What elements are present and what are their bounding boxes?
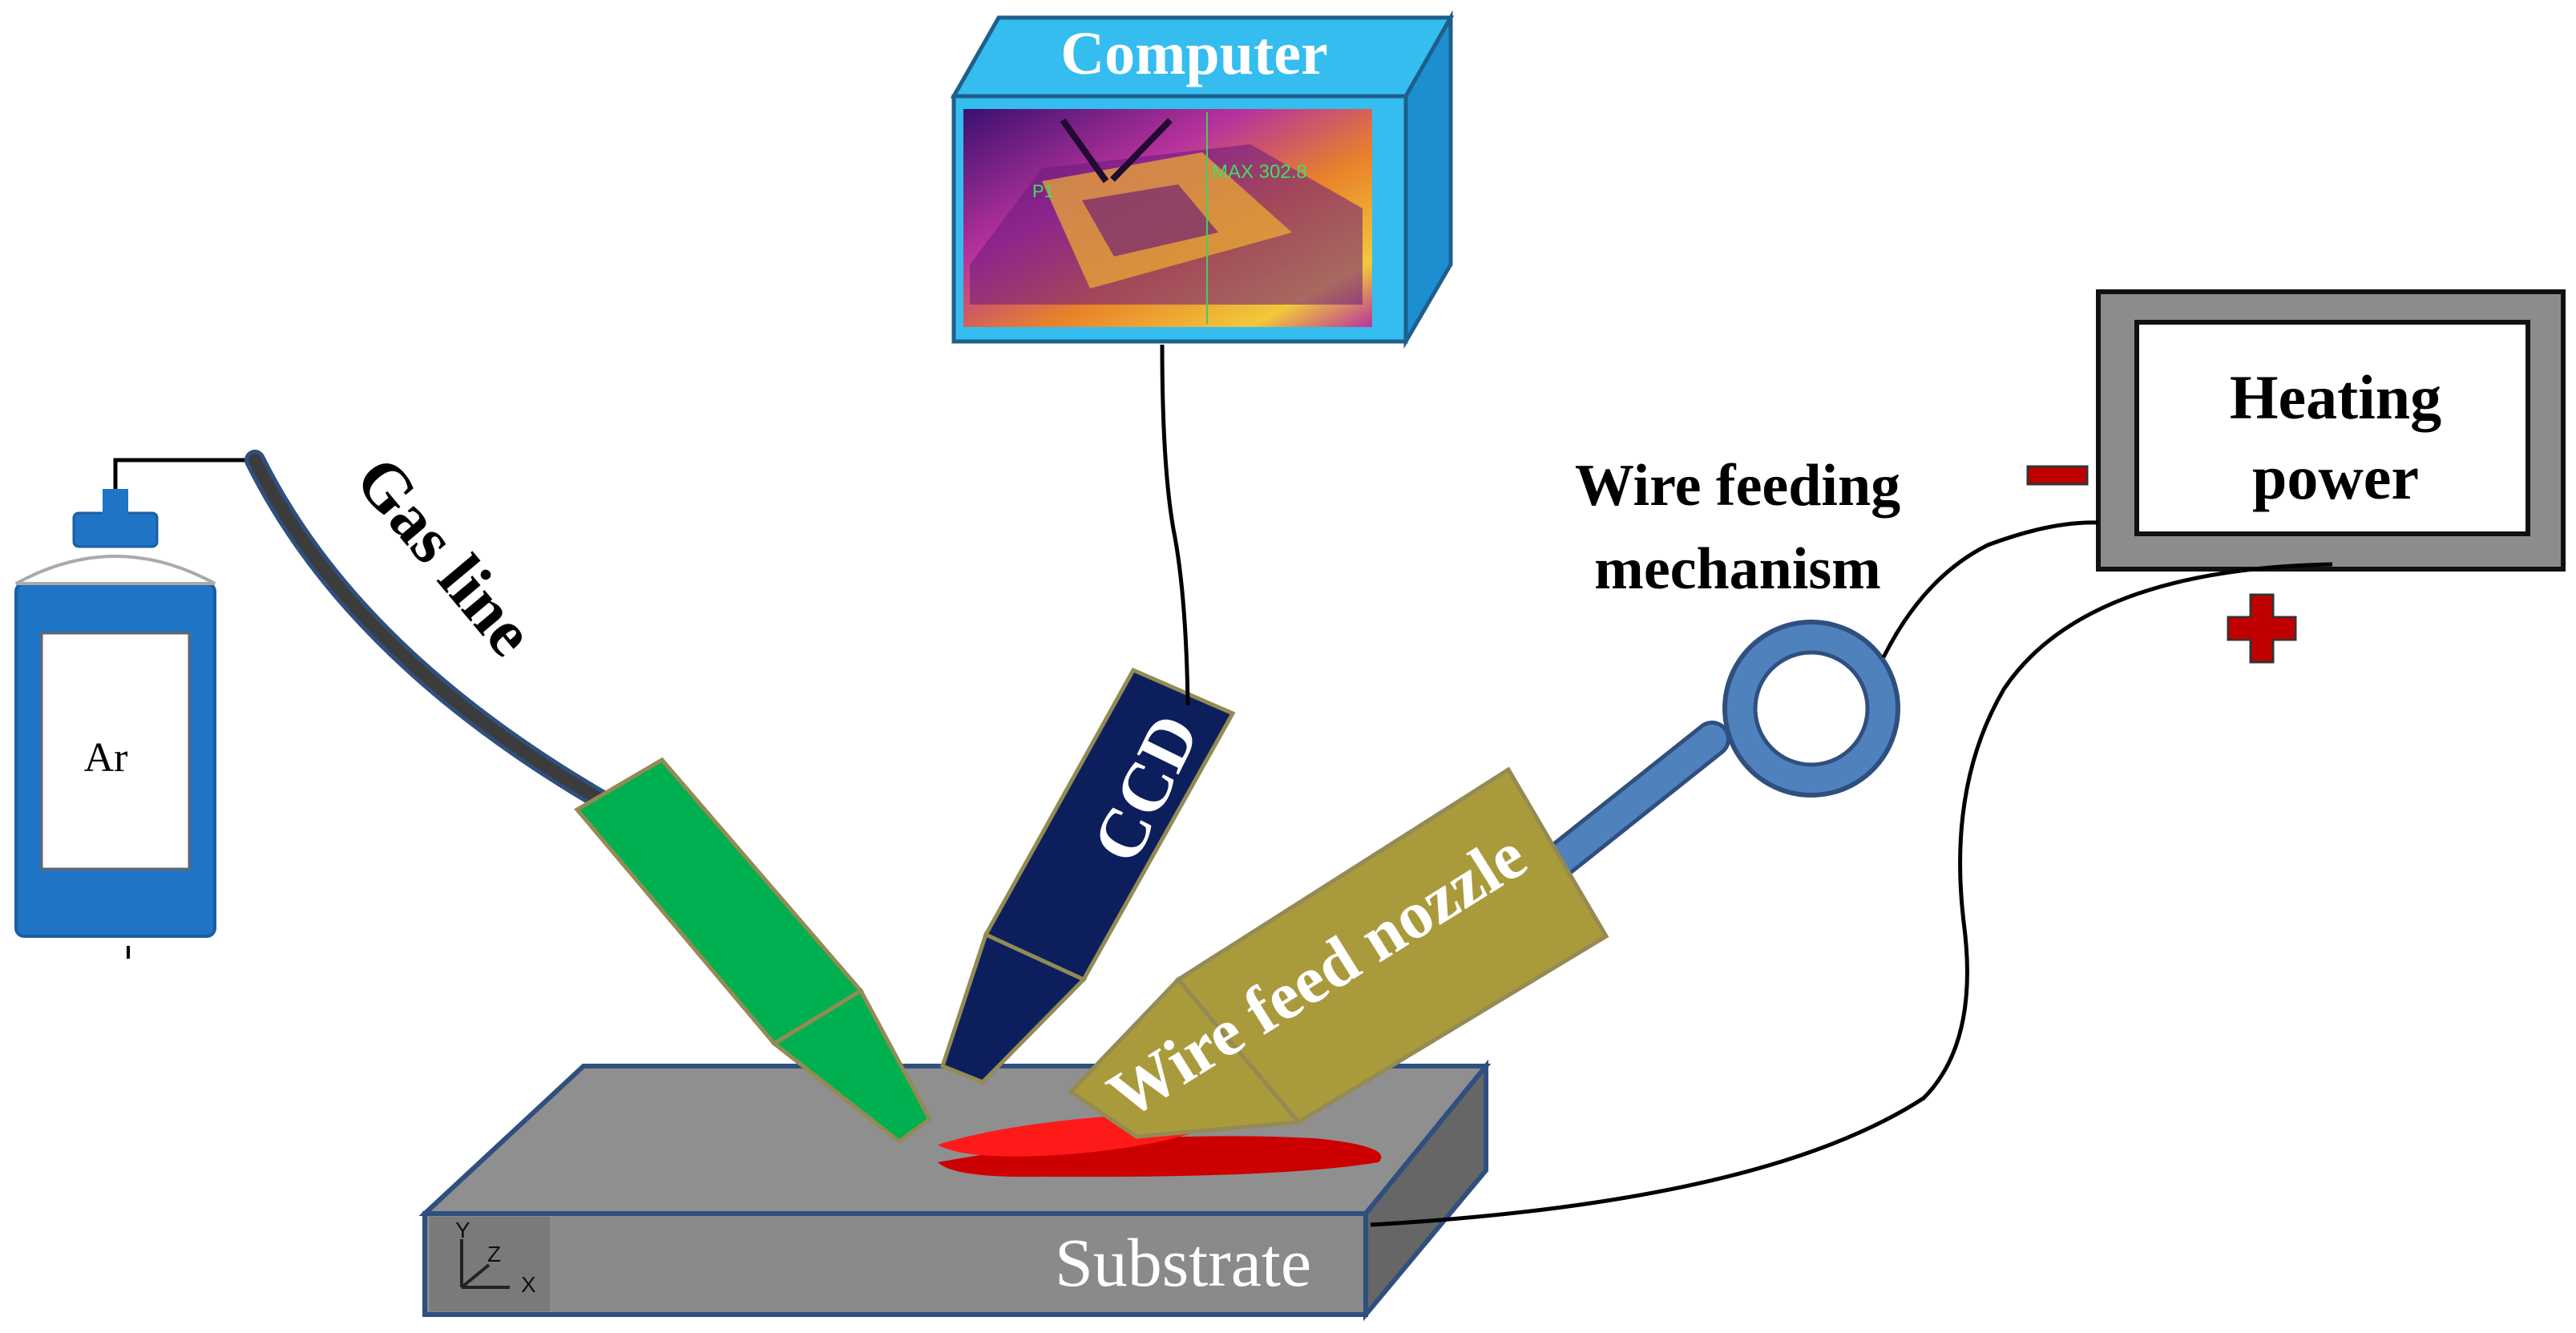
screen-readout-left: P1	[1032, 181, 1054, 201]
heating-power-label-line2: power	[2252, 442, 2419, 512]
wire-feed-nozzle	[1068, 766, 1609, 1139]
wire-feeding-label-line1: Wire feeding	[1575, 453, 1900, 519]
wire-feeding-mechanism	[1722, 620, 1900, 798]
gas-cylinder-icon	[14, 489, 216, 959]
minus-terminal-icon	[2026, 465, 2089, 486]
axis-x-label: X	[521, 1272, 536, 1297]
computer-label: Computer	[1060, 20, 1328, 87]
thermal-image-screen	[963, 109, 1372, 327]
positive-wire	[1370, 562, 2333, 1227]
gas-nozzle	[574, 757, 933, 1145]
axis-y-label: Y	[455, 1218, 470, 1242]
coordinate-axes-icon	[430, 1217, 550, 1311]
gas-tube	[113, 458, 255, 489]
substrate-label: Substrate	[1055, 1224, 1311, 1301]
ccd-cable	[1160, 344, 1190, 706]
heating-power-supply	[2096, 289, 2566, 572]
screen-readout-right: MAX 302.8	[1212, 161, 1307, 183]
plus-terminal-icon	[2227, 593, 2297, 664]
negative-wire	[1881, 520, 2099, 659]
heating-power-label-line1: Heating	[2230, 362, 2441, 432]
axis-z-label: Z	[487, 1242, 501, 1266]
argon-label: Ar	[84, 735, 128, 781]
ccd-camera	[939, 667, 1236, 1085]
wire-feeding-label-line2: mechanism	[1594, 536, 1881, 602]
